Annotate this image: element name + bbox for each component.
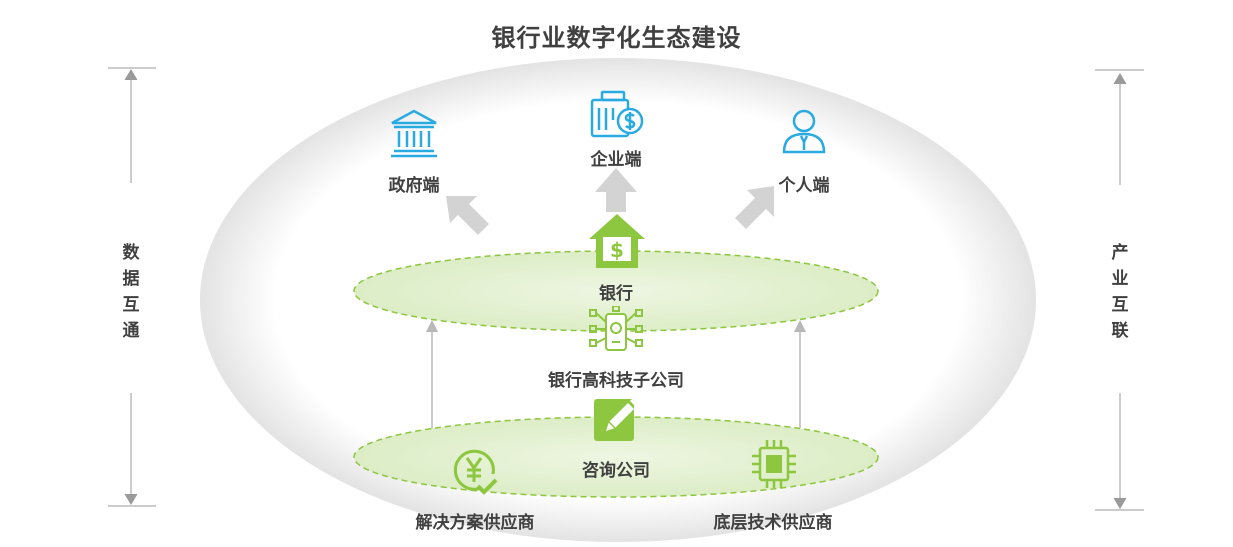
individual-label: 个人端	[778, 176, 830, 196]
tech-vendor-label: 底层技术供应商	[713, 513, 833, 533]
svg-text:$: $	[610, 238, 624, 262]
government-label: 政府端	[388, 176, 440, 196]
left-axis	[108, 67, 156, 507]
enterprise-label: 企业端	[590, 150, 642, 170]
right-side-label: 产业互联	[1111, 243, 1129, 341]
circuit-phone-icon	[588, 305, 644, 356]
bank-label: 银行	[599, 284, 633, 304]
chip-icon	[749, 436, 799, 492]
bank-tech-label: 银行高科技子公司	[548, 371, 684, 391]
right-axis	[1095, 69, 1144, 511]
enterprise-dollar-icon	[588, 88, 646, 140]
bank-building-icon	[388, 107, 440, 159]
consulting-label: 咨询公司	[582, 461, 650, 481]
connector-arrows	[426, 320, 806, 430]
pencil-note-icon	[590, 393, 642, 445]
big-up-arrows	[446, 168, 774, 235]
yen-check-icon	[451, 446, 499, 498]
solution-vendor-label: 解决方案供应商	[415, 513, 535, 533]
page-title: 银行业数字化生态建设	[491, 24, 742, 52]
house-dollar-icon: $	[586, 211, 648, 271]
person-icon	[779, 106, 829, 156]
left-side-label: 数据互通	[122, 243, 140, 341]
